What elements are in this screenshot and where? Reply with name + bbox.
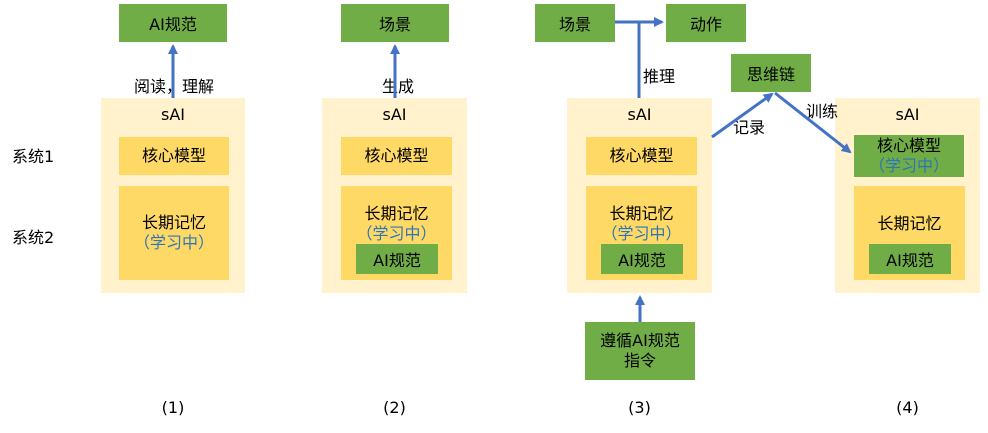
learning-label-2: （学习中） — [356, 224, 437, 243]
caption-3: (3) — [628, 398, 651, 417]
core-model-label-3: 核心模型 — [609, 146, 674, 165]
ai-norm-box-3: AI规范 — [601, 244, 683, 274]
sai-title-1: sAI — [161, 105, 185, 124]
learning-label-4: （学习中） — [868, 156, 949, 175]
learning-label-3: （学习中） — [601, 224, 682, 243]
core-model-label-4: 核心模型 — [876, 136, 941, 155]
learning-label-1: （学习中） — [133, 233, 214, 252]
reasoning-label: 推理 — [643, 67, 676, 86]
scene-box-3: 场景 — [535, 4, 615, 42]
ai-norm-top-label-1: AI规范 — [149, 15, 197, 34]
ai-norm-label-4: AI规范 — [886, 251, 934, 270]
ai-norm-label-3: AI规范 — [618, 251, 666, 270]
memory-label-1: 长期记忆 — [141, 213, 206, 232]
core-model-box-1: 核心模型 — [119, 137, 229, 175]
memory-label-3: 长期记忆 — [609, 204, 674, 223]
sai-title-2: sAI — [382, 105, 407, 124]
caption-4: (4) — [896, 398, 919, 417]
caption-2: (2) — [383, 398, 406, 417]
action-label-3: 动作 — [689, 15, 722, 34]
core-model-label-2: 核心模型 — [364, 146, 429, 165]
memory-label-4: 长期记忆 — [877, 214, 942, 233]
scene-top-box-2: 场景 — [341, 4, 449, 42]
arrow-train — [774, 91, 852, 154]
instruction-line-1: 遵循AI规范 — [600, 331, 680, 350]
system2-label: 系统2 — [12, 228, 55, 247]
system1-label: 系统1 — [12, 147, 55, 166]
sai-title-3: sAI — [627, 105, 652, 124]
long-term-memory-box-1: 长期记忆 （学习中） — [119, 186, 229, 280]
chain-of-thought-box: 思维链 — [731, 54, 811, 92]
train-label: 训练 — [806, 102, 839, 121]
core-model-box-3: 核心模型 — [586, 137, 697, 175]
memory-label-2: 长期记忆 — [364, 204, 429, 223]
generate-label: 生成 — [382, 77, 415, 96]
instruction-line-2: 指令 — [623, 351, 656, 370]
core-model-box-4-learning: 核心模型 （学习中） — [854, 135, 964, 177]
ai-norm-label-2: AI规范 — [373, 251, 421, 270]
core-model-box-2: 核心模型 — [341, 137, 452, 175]
action-box-3: 动作 — [666, 4, 746, 42]
sai-title-4: sAI — [895, 105, 920, 124]
scene-label-3: 场景 — [558, 15, 591, 34]
scene-top-label-2: 场景 — [378, 15, 411, 34]
core-model-label-1: 核心模型 — [141, 146, 206, 165]
ai-norm-top-box-1: AI规范 — [119, 4, 227, 42]
follow-ai-norm-instruction-box: 遵循AI规范 指令 — [585, 322, 695, 380]
caption-1: (1) — [161, 398, 185, 417]
record-label: 记录 — [733, 118, 766, 137]
ai-norm-box-4: AI规范 — [869, 244, 951, 274]
arrow-record — [711, 92, 774, 139]
chain-of-thought-label: 思维链 — [746, 65, 795, 84]
ai-norm-box-2: AI规范 — [356, 244, 438, 274]
